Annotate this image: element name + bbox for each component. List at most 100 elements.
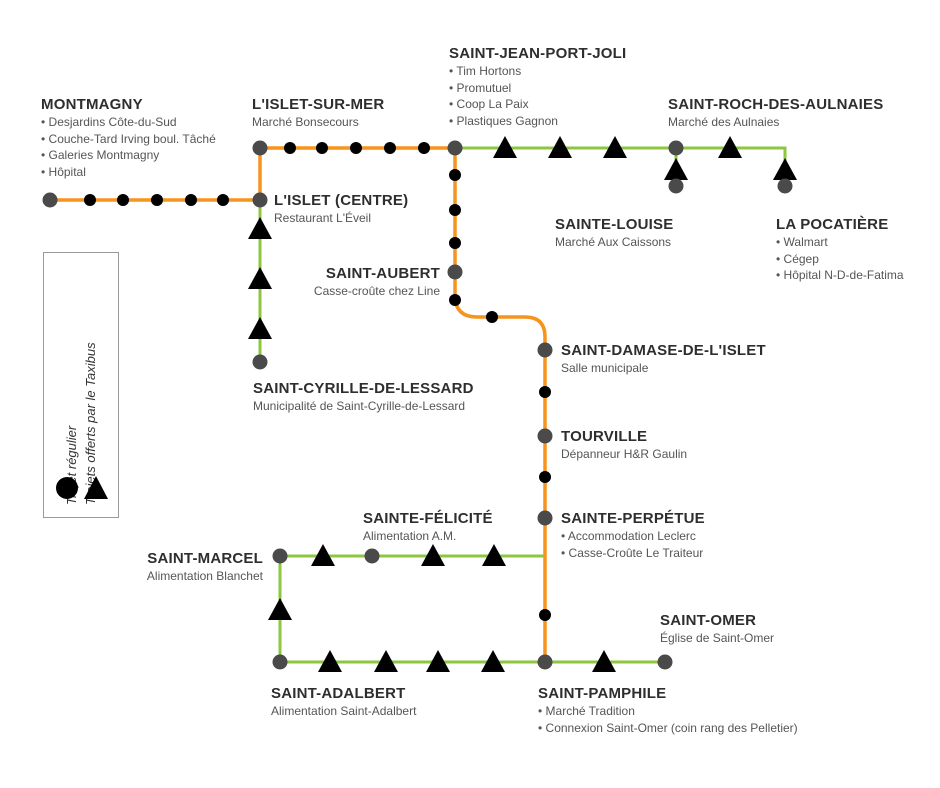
stop-service: • Marché Tradition	[538, 704, 635, 718]
stop-marker	[364, 548, 380, 564]
taxibus-triangle	[482, 544, 506, 566]
stop-saint-marcel: SAINT-MARCEL Alimentation Blanchet	[147, 550, 263, 584]
stop-name: SAINT-ROCH-DES-AULNAIES	[668, 96, 884, 113]
stop-place: Municipalité de Saint-Cyrille-de-Lessard	[253, 399, 466, 413]
stop-place: Marché Aux Caissons	[555, 235, 672, 249]
taxibus-triangle	[318, 650, 342, 672]
regular-route-dot	[151, 194, 163, 206]
taxibus-triangles	[248, 136, 797, 672]
stop-name: SAINTE-LOUISE	[555, 216, 674, 233]
stop-saint-cyrille: SAINT-CYRILLE-DE-LESSARD Municipalité de…	[253, 380, 474, 414]
stop-name: SAINT-MARCEL	[147, 550, 263, 567]
stop-place: Casse-croûte chez Line	[313, 284, 440, 298]
taxibus-triangle	[773, 158, 797, 180]
taxibus-triangle	[248, 317, 272, 339]
regular-route-dot	[185, 194, 197, 206]
stop-montmagny: MONTMAGNY • Desjardins Côte-du-Sud • Cou…	[41, 96, 216, 180]
stop-name: MONTMAGNY	[41, 96, 143, 113]
regular-route-dot	[449, 294, 461, 306]
stop-name: SAINTE-FÉLICITÉ	[363, 510, 493, 527]
stop-marker	[42, 192, 58, 208]
stop-name: L'ISLET (CENTRE)	[274, 192, 409, 209]
stop-name: SAINT-DAMASE-DE-L'ISLET	[561, 342, 766, 359]
taxibus-triangle	[718, 136, 742, 158]
regular-route-dot	[84, 194, 96, 206]
stop-marker	[272, 654, 288, 670]
stop-tourville: TOURVILLE Dépanneur H&R Gaulin	[561, 428, 687, 462]
stop-sainte-felicite: SAINTE-FÉLICITÉ Alimentation A.M.	[363, 510, 493, 544]
regular-route-dot	[117, 194, 129, 206]
taxibus-triangle	[421, 544, 445, 566]
stop-service: • Couche-Tard Irving boul. Tâché	[41, 131, 216, 146]
stop-saint-adalbert: SAINT-ADALBERT Alimentation Saint-Adalbe…	[271, 685, 416, 719]
regular-route-dot	[539, 609, 551, 621]
stop-saint-damase: SAINT-DAMASE-DE-L'ISLET Salle municipale	[561, 342, 766, 376]
taxibus-triangle	[311, 544, 335, 566]
taxibus-triangle	[592, 650, 616, 672]
stop-marker	[537, 428, 553, 444]
stop-service: • Accommodation Leclerc	[561, 529, 696, 543]
stop-marker	[537, 654, 553, 670]
legend: Trajet régulier Trajets offerts par le T…	[43, 252, 119, 518]
stop-place: Alimentation A.M.	[363, 529, 457, 543]
taxibus-triangle	[548, 136, 572, 158]
legend-circle-icon	[56, 477, 78, 499]
stop-name: TOURVILLE	[561, 428, 648, 445]
legend-taxibus-label: Trajets offerts par le Taxibus	[83, 342, 98, 505]
stop-service: • Walmart	[776, 235, 828, 249]
regular-route-dot	[449, 169, 461, 181]
stop-marker	[252, 354, 268, 370]
stop-name: L'ISLET-SUR-MER	[252, 96, 385, 113]
stop-place: Alimentation Saint-Adalbert	[271, 704, 417, 718]
stop-service: • Connexion Saint-Omer (coin rang des Pe…	[538, 720, 798, 735]
stop-saint-jean-port-joli: SAINT-JEAN-PORT-JOLI • Tim Hortons • Pro…	[449, 45, 626, 129]
stop-name: SAINT-JEAN-PORT-JOLI	[449, 45, 627, 62]
stop-place: Alimentation Blanchet	[146, 569, 263, 583]
stop-place: Marché Bonsecours	[252, 115, 359, 129]
regular-route-dots	[84, 142, 551, 621]
stop-service: • Hôpital	[41, 164, 86, 179]
taxibus-triangle	[664, 158, 688, 180]
taxibus-triangle	[493, 136, 517, 158]
stop-name: LA POCATIÈRE	[776, 216, 889, 233]
stop-service: • Hôpital N-D-de-Fatima	[776, 268, 904, 282]
stop-place: Église de Saint-Omer	[660, 631, 775, 645]
taxibus-triangle	[248, 217, 272, 239]
stop-service: • Cégep	[776, 251, 819, 266]
stop-marker	[447, 264, 463, 280]
legend-triangle-icon	[84, 476, 108, 499]
regular-route-dot	[418, 142, 430, 154]
stop-name: SAINT-PAMPHILE	[538, 685, 667, 702]
stop-place: Restaurant L'Éveil	[274, 211, 372, 225]
stop-service: • Promutuel	[449, 80, 512, 95]
stop-service: • Plastiques Gagnon	[449, 113, 558, 128]
stop-lislet-centre: L'ISLET (CENTRE) Restaurant L'Éveil	[274, 192, 408, 226]
regular-route-dot	[384, 142, 396, 154]
regular-route-dot	[350, 142, 362, 154]
regular-route-dot	[449, 204, 461, 216]
stop-service: • Casse-Croûte Le Traiteur	[561, 545, 704, 560]
stop-marker	[657, 654, 673, 670]
stop-name: SAINT-OMER	[660, 612, 757, 629]
stop-name: SAINT-AUBERT	[325, 265, 440, 282]
taxibus-triangle	[426, 650, 450, 672]
stop-name: SAINT-ADALBERT	[271, 685, 406, 702]
stop-marker	[668, 140, 684, 156]
taxibus-triangle	[268, 598, 292, 620]
regular-route-dot	[316, 142, 328, 154]
regular-route-dot	[284, 142, 296, 154]
stop-place: Marché des Aulnaies	[668, 115, 780, 129]
regular-route-dot	[539, 386, 551, 398]
taxibus-triangle	[603, 136, 627, 158]
taxibus-triangle	[481, 650, 505, 672]
stop-saint-roch-des-aulnaies: SAINT-ROCH-DES-AULNAIES Marché des Aulna…	[668, 96, 883, 130]
stop-marker	[252, 192, 268, 208]
stop-marker	[777, 178, 793, 194]
stop-marker	[537, 510, 553, 526]
stop-place: Salle municipale	[561, 361, 649, 375]
regular-route-dot	[449, 237, 461, 249]
taxibus-triangle	[248, 267, 272, 289]
regular-route-dot	[539, 471, 551, 483]
stop-service: • Desjardins Côte-du-Sud	[41, 115, 177, 129]
